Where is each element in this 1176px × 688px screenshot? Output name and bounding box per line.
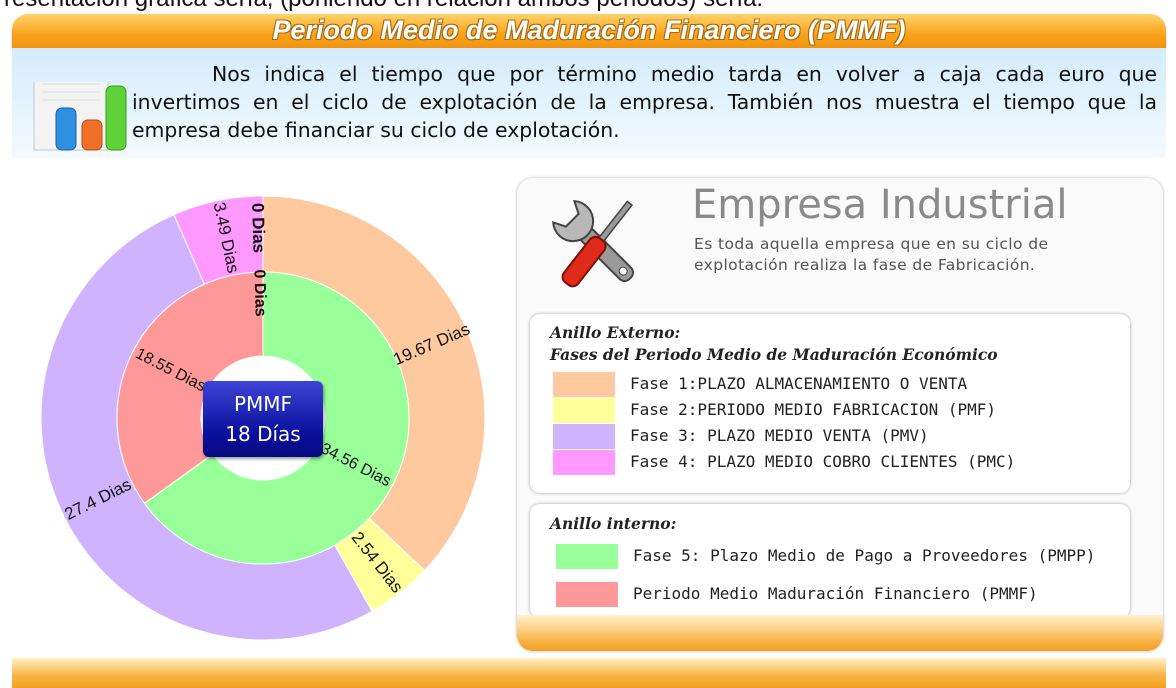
description-text: Nos indica el tiempo que por término med… <box>132 62 1157 142</box>
legend-label: Fase 2:PERIODO MEDIO FABRICACION (PMF) <box>630 400 997 419</box>
company-description: Es toda aquella empresa que en su ciclo … <box>694 235 1049 274</box>
legend-label: Fase 1:PLAZO ALMACENAMIENTO O VENTA <box>630 374 968 393</box>
outer-ring-legend: Anillo Externo: Fases del Periodo Medio … <box>530 314 1130 493</box>
tools-icon <box>552 200 634 288</box>
legend-swatch <box>556 544 618 569</box>
legend-label: Fase 5: Plazo Medio de Pago a Proveedore… <box>633 546 1096 565</box>
slice-anillo-interno-0 <box>143 271 410 565</box>
slice-label-anillo-interno-2: 0 Dias <box>250 269 268 317</box>
banner-title: Periodo Medio de Maduración Financiero (… <box>272 15 906 45</box>
company-title: Empresa Industrial <box>692 182 1068 228</box>
slice-anillo-interno-1 <box>116 271 264 504</box>
slice-label-anillo-externo-4: 0 Dias <box>248 203 268 254</box>
legend-label: Fase 4: PLAZO MEDIO COBRO CLIENTES (PMC) <box>630 452 1016 471</box>
legend-swatch <box>553 372 615 397</box>
legend-label: Fase 3: PLAZO MEDIO VENTA (PMV) <box>630 426 929 445</box>
legend-swatch <box>556 582 618 607</box>
legend-swatch <box>553 424 615 449</box>
outer-legend-heading: Anillo Externo: <box>550 323 681 342</box>
inner-legend-heading: Anillo interno: <box>550 514 677 533</box>
title-banner: Periodo Medio de Maduración Financiero (… <box>12 14 1166 48</box>
outer-legend-subheading: Fases del Periodo Medio de Maduración Ec… <box>550 345 998 364</box>
description-box: Nos indica el tiempo que por término med… <box>12 48 1166 158</box>
pmmf-badge-value: 18 Días <box>225 422 301 446</box>
intro-text: resentación gráfica sería, (poniendo en … <box>4 0 763 13</box>
inner-ring-legend: Anillo interno: Fase 5: Plazo Medio de P… <box>530 504 1130 618</box>
panel-footer-bar <box>517 615 1163 651</box>
footer-bar <box>12 658 1166 688</box>
legend-panel: Empresa Industrial Es toda aquella empre… <box>517 178 1163 651</box>
legend-swatch <box>553 450 615 475</box>
legend-swatch <box>553 398 615 423</box>
legend-label: Periodo Medio Maduración Financiero (PMM… <box>633 584 1038 603</box>
pmmf-badge-title: PMMF <box>233 392 293 416</box>
pmmf-badge: PMMF 18 Días <box>203 381 323 457</box>
bar-chart-icon <box>33 82 127 151</box>
